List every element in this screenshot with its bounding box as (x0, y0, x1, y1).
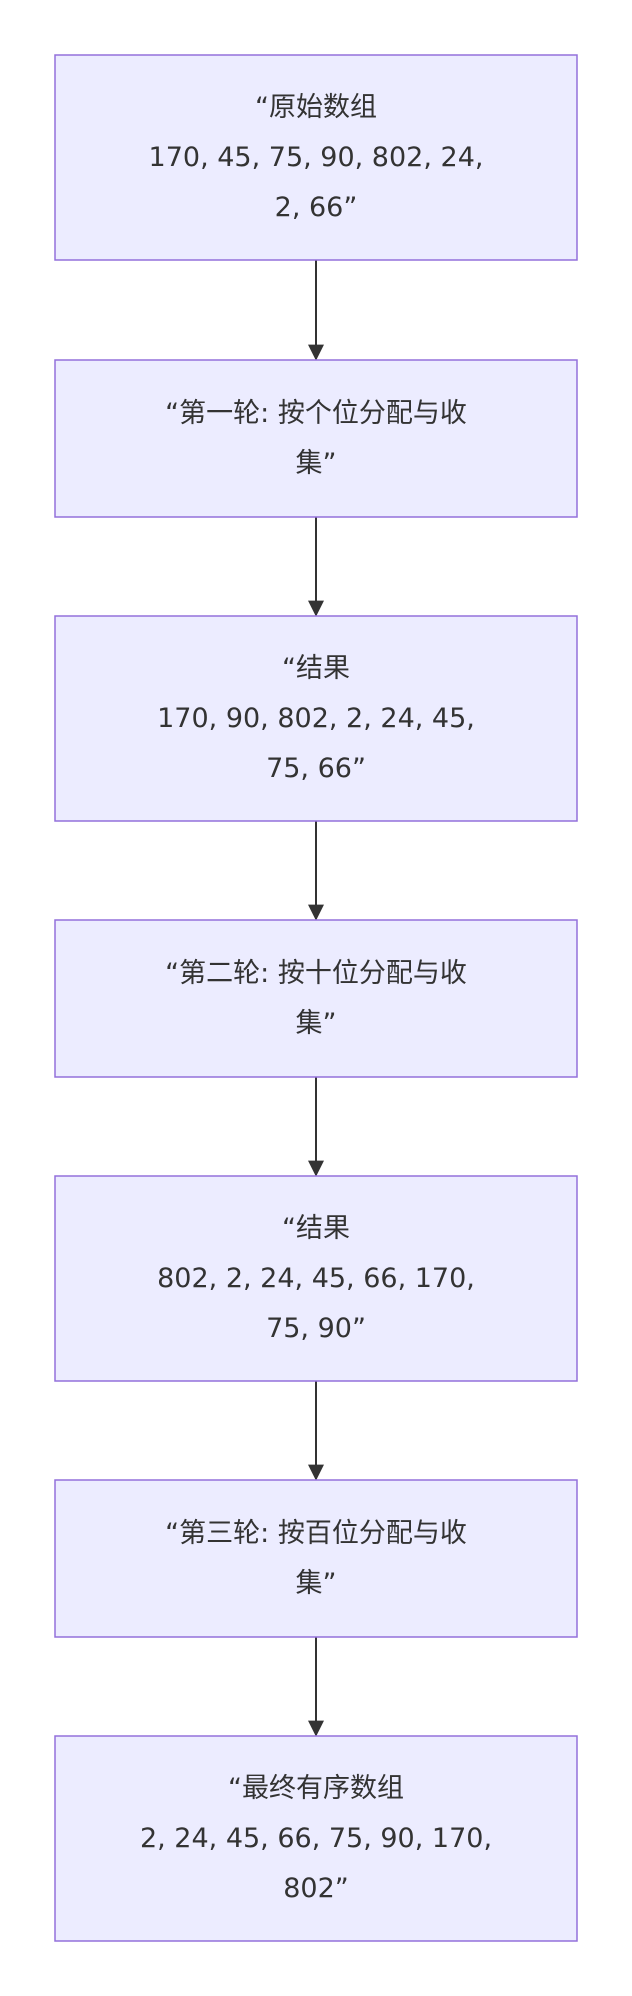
flow-node-text-line: “第二轮: 按十位分配与收 (165, 958, 467, 989)
flow-node: “最终有序数组 2, 24, 45, 66, 75, 90, 170, 802” (54, 1735, 578, 1942)
flow-node-text-line: “原始数组 (255, 92, 377, 123)
flow-node: “结果 170, 90, 802, 2, 24, 45, 75, 66” (54, 615, 578, 822)
flow-node-text-line: 802, 2, 24, 45, 66, 170, (157, 1263, 475, 1294)
flow-node-box (54, 359, 578, 518)
flow-node-text-line: 170, 90, 802, 2, 24, 45, (157, 703, 475, 734)
flow-node-text-line: “最终有序数组 (228, 1773, 404, 1804)
flow-node-box (54, 919, 578, 1078)
flow-node-text-line: 2, 66” (275, 192, 358, 223)
flow-node-text-line: “第一轮: 按个位分配与收 (165, 398, 467, 429)
flow-node-box (54, 54, 578, 261)
flow-node-text-line: “结果 (282, 1213, 350, 1244)
flow-node-box (54, 1175, 578, 1382)
flow-node-text-line: 170, 45, 75, 90, 802, 24, (149, 142, 484, 173)
flow-node-text-line: 集” (296, 448, 337, 479)
flow-node-text-line: 75, 66” (266, 753, 366, 784)
flow-node-box (54, 1479, 578, 1638)
nodes-layer: “原始数组 170, 45, 75, 90, 802, 24, 2, 66” “第一轮… (54, 54, 578, 1942)
flow-node-text-line: 集” (296, 1008, 337, 1039)
flow-node-box (54, 615, 578, 822)
flow-node-box (54, 1735, 578, 1942)
flow-node-text-line: 75, 90” (266, 1313, 366, 1344)
flow-node-text-line: 802” (283, 1873, 349, 1904)
flow-node-text-line: “结果 (282, 653, 350, 684)
flow-node: “结果 802, 2, 24, 45, 66, 170, 75, 90” (54, 1175, 578, 1382)
flow-node-text-line: “第三轮: 按百位分配与收 (165, 1518, 467, 1549)
flow-node-text-line: 集” (296, 1568, 337, 1599)
flow-node: “原始数组 170, 45, 75, 90, 802, 24, 2, 66” (54, 54, 578, 261)
flow-node-text-line: 2, 24, 45, 66, 75, 90, 170, (140, 1823, 492, 1854)
